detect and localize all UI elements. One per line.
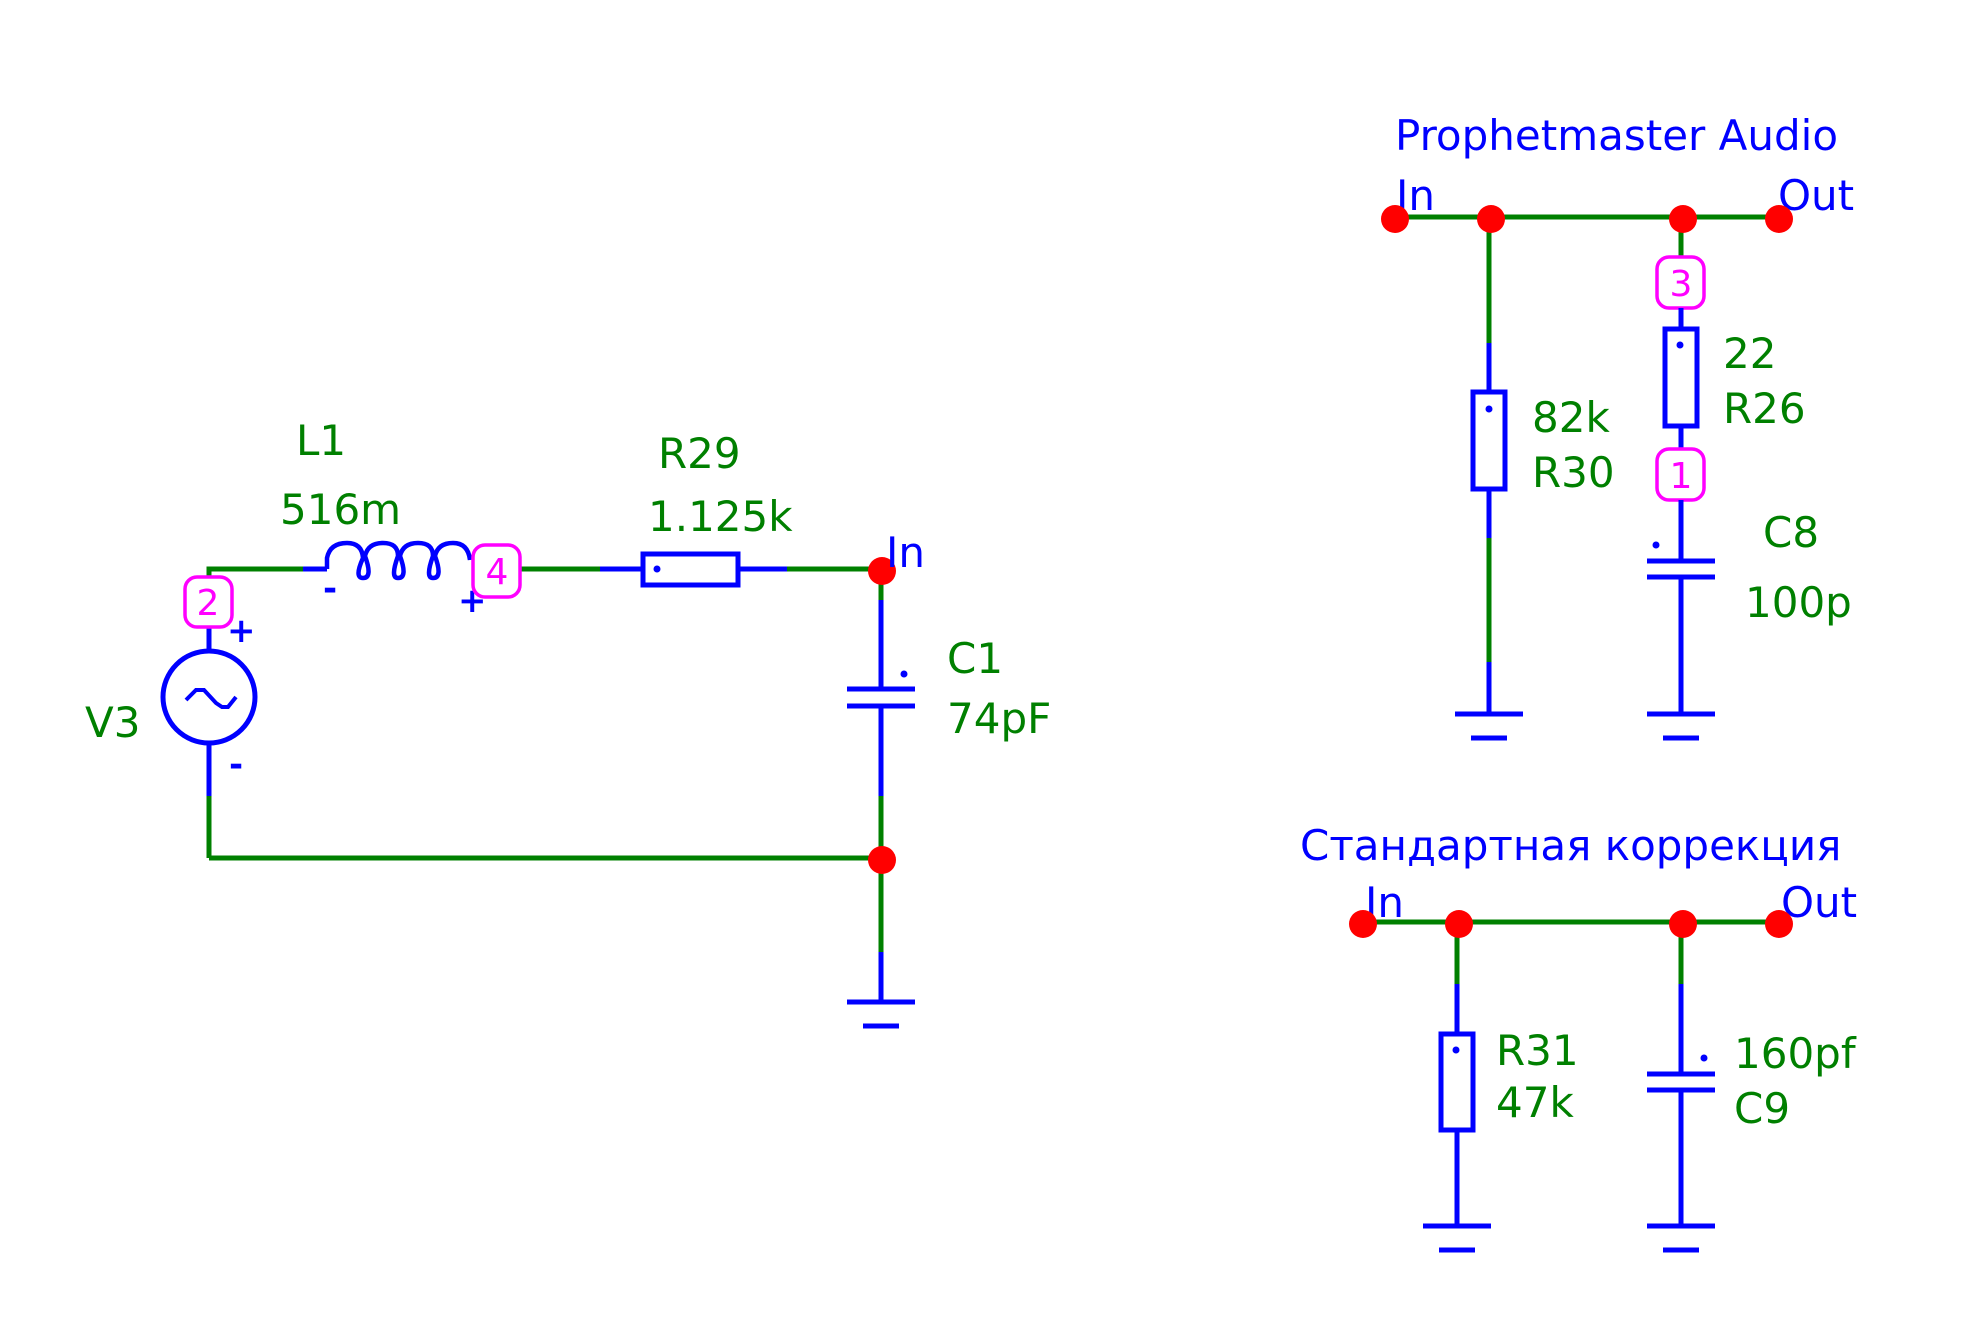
node-standard-in[interactable] <box>1349 910 1377 938</box>
node-prophetmaster-in[interactable] <box>1381 205 1409 233</box>
v3-label: V3 <box>85 698 140 747</box>
inductor-l1[interactable] <box>303 540 473 581</box>
ground-icon <box>1647 711 1715 741</box>
l1-value: 516m <box>280 485 401 534</box>
r26-label: R26 <box>1723 384 1806 433</box>
net-tag-2: 2 <box>183 575 234 629</box>
ground-icon <box>847 952 915 1029</box>
svg-text:1: 1 <box>1670 456 1693 497</box>
c8-label: C8 <box>1763 508 1819 557</box>
net-tag-3: 3 <box>1655 255 1706 310</box>
c9-value: 160pf <box>1734 1029 1857 1078</box>
resistor-r26[interactable] <box>1662 308 1700 449</box>
r29-label: R29 <box>658 429 741 478</box>
ground-icon <box>1423 1223 1491 1253</box>
c1-value: 74pF <box>947 694 1051 743</box>
node-prophetmaster-r30[interactable] <box>1477 205 1505 233</box>
r31-value: 47k <box>1496 1078 1574 1127</box>
v3-minus-sign: - <box>229 745 243 785</box>
capacitor-c9[interactable] <box>1647 984 1715 1226</box>
resistor-r30[interactable] <box>1470 343 1508 538</box>
r31-label: R31 <box>1496 1026 1579 1075</box>
node-standard-r31[interactable] <box>1445 910 1473 938</box>
node-prophetmaster-out[interactable] <box>1765 205 1793 233</box>
node-standard-out[interactable] <box>1765 910 1793 938</box>
svg-text:2: 2 <box>197 583 220 624</box>
c9-label: C9 <box>1734 1084 1790 1133</box>
c8-value: 100p <box>1745 578 1852 627</box>
r26-value: 22 <box>1723 329 1776 378</box>
net-tag-1: 1 <box>1655 447 1706 502</box>
capacitor-c1[interactable] <box>847 600 915 796</box>
r29-value: 1.125k <box>648 492 793 541</box>
l1-minus-sign: - <box>323 569 337 609</box>
source-v3[interactable] <box>160 627 258 796</box>
sine-wave-icon <box>184 688 238 709</box>
resistor-r31[interactable] <box>1438 984 1476 1226</box>
node-standard-c9[interactable] <box>1669 910 1697 938</box>
l1-label: L1 <box>296 416 346 465</box>
node-ground-return[interactable] <box>868 846 896 874</box>
net-tag-4: 4 <box>471 543 522 599</box>
r30-label: R30 <box>1532 448 1615 497</box>
c1-label: C1 <box>947 634 1003 683</box>
ground-icon <box>1455 662 1523 741</box>
prophetmaster-circuit: Prophetmaster Audio In Out 82k R30 3 <box>1381 111 1854 741</box>
prophetmaster-title: Prophetmaster Audio <box>1395 111 1838 160</box>
standard-out-label: Out <box>1781 878 1857 927</box>
port-in-label: In <box>886 528 925 577</box>
svg-text:3: 3 <box>1670 264 1693 305</box>
svg-text:4: 4 <box>486 552 509 593</box>
standard-correction-circuit: Стандартная коррекция In Out R31 47k 160… <box>1300 821 1857 1253</box>
left-circuit: + - V3 2 - + L1 516m 4 R29 1.125k <box>85 416 1051 1029</box>
inductor-coil-icon <box>324 540 473 581</box>
ground-icon <box>1647 1223 1715 1253</box>
resistor-r29[interactable] <box>600 551 787 588</box>
node-prophetmaster-r26[interactable] <box>1669 205 1697 233</box>
capacitor-c8[interactable] <box>1647 500 1715 714</box>
standard-title: Стандартная коррекция <box>1300 821 1841 870</box>
r30-value: 82k <box>1532 393 1610 442</box>
node-in[interactable] <box>868 557 896 585</box>
wire-v3-l1[interactable] <box>206 566 303 576</box>
